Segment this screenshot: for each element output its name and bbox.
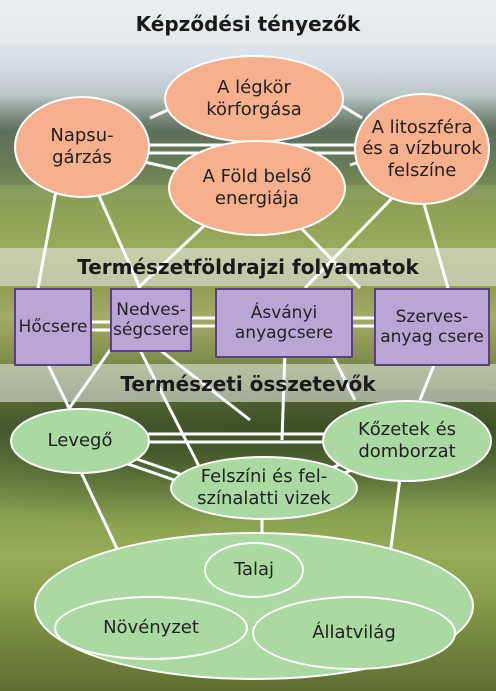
connector-line bbox=[138, 349, 207, 479]
moisture-exchange-label: Nedves- ségcsere bbox=[113, 299, 189, 340]
title-band-components bbox=[0, 364, 496, 402]
connector-line bbox=[78, 469, 122, 556]
connector-line bbox=[296, 223, 362, 290]
connector-line bbox=[303, 188, 402, 290]
connector-line bbox=[66, 349, 112, 411]
moisture-exchange-box: Nedves- ségcsere bbox=[110, 288, 192, 352]
connector-line bbox=[328, 349, 357, 401]
organic-exchange-label: Szerves- anyag csere bbox=[380, 306, 484, 347]
formation-factors-title: Képződési tényezők bbox=[135, 12, 361, 36]
organic-exchange-box: Szerves- anyag csere bbox=[374, 288, 490, 366]
waters-node: Felszíni és fel- színalatti vizek bbox=[170, 456, 358, 520]
lithosphere-surface-node: A litoszféra és a vízburok felszíne bbox=[354, 93, 490, 205]
heat-exchange-label: Hőcsere bbox=[18, 316, 88, 337]
heat-exchange-box: Hőcsere bbox=[14, 288, 92, 366]
connector-group bbox=[36, 100, 450, 556]
mineral-exchange-label: Ásványi anyagcsere bbox=[234, 302, 334, 343]
rocks-relief-node: Kőzetek és domborzat bbox=[322, 400, 492, 482]
atmosphere-circulation-node: A légkör körforgása bbox=[164, 55, 344, 143]
connector-line bbox=[159, 348, 251, 422]
connector-line bbox=[280, 349, 287, 441]
soil-node: Talaj bbox=[204, 542, 304, 598]
connector-line bbox=[136, 223, 207, 290]
title-band-formation bbox=[0, 6, 496, 44]
connector-line bbox=[90, 179, 142, 289]
air-node: Levegő bbox=[10, 408, 150, 474]
air-label: Levegő bbox=[47, 430, 113, 452]
connector-line bbox=[388, 477, 402, 556]
components-title: Természeti összetevők bbox=[120, 372, 376, 396]
processes-title: Természetföldrajzi folyamatok bbox=[77, 255, 419, 279]
connector-line bbox=[124, 461, 181, 484]
connector-line bbox=[418, 189, 450, 289]
vegetation-label: Növényzet bbox=[103, 617, 199, 639]
lithosphere-surface-label: A litoszféra és a vízburok felszíne bbox=[362, 116, 482, 181]
mineral-exchange-box: Ásványi anyagcsere bbox=[215, 288, 353, 358]
fauna-node: Állatvilág bbox=[252, 596, 456, 670]
fauna-label: Állatvilág bbox=[312, 622, 396, 644]
solar-radiation-label: Napsu- gárzás bbox=[50, 125, 114, 168]
atmosphere-circulation-label: A légkör körforgása bbox=[206, 77, 302, 120]
vegetation-node: Növényzet bbox=[54, 596, 248, 660]
connector-line bbox=[36, 179, 60, 289]
soil-label: Talaj bbox=[233, 559, 275, 581]
rocks-relief-label: Kőzetek és domborzat bbox=[357, 419, 457, 462]
internal-energy-label: A Föld belső energiája bbox=[202, 166, 312, 209]
solar-radiation-node: Napsu- gárzás bbox=[14, 96, 150, 198]
title-band-processes bbox=[0, 248, 496, 286]
waters-label: Felszíni és fel- színalatti vizek bbox=[197, 466, 331, 509]
internal-energy-node: A Föld belső energiája bbox=[168, 140, 346, 236]
